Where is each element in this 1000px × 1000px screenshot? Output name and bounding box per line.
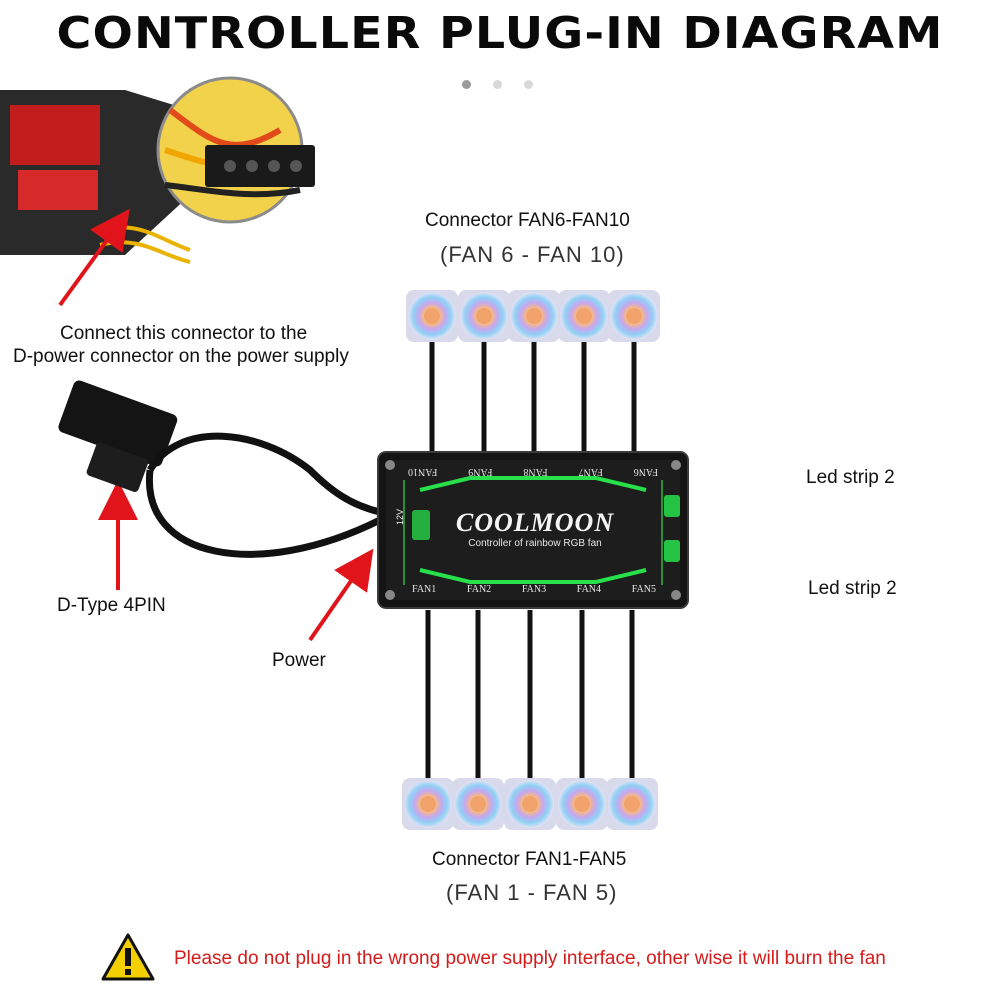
bottom-connector-sublabel: (FAN 1 - FAN 5) xyxy=(446,880,618,905)
carousel-dot-2[interactable] xyxy=(493,80,502,89)
port-label-fan4: FAN4 xyxy=(576,584,602,595)
carousel-indicator[interactable] xyxy=(462,80,533,89)
fan-icon xyxy=(504,778,556,830)
top-connector-label: Connector FAN6-FAN10 xyxy=(425,210,630,231)
led-strip-bottom-label: Led strip 2 xyxy=(808,578,897,599)
led-strip-top-label: Led strip 2 xyxy=(806,467,895,488)
fan-icon xyxy=(606,778,658,830)
port-label-fan6: FAN6 xyxy=(633,466,658,477)
bottom-port-labels: FAN1 FAN2 FAN3 FAN4 FAN5 xyxy=(412,584,656,595)
carousel-dot-1[interactable] xyxy=(462,80,471,89)
fan-icon xyxy=(556,778,608,830)
fan-icon xyxy=(452,778,504,830)
fan-icon xyxy=(508,290,560,342)
carousel-dot-3[interactable] xyxy=(524,80,533,89)
controller-subtitle: Controller of rainbow RGB fan xyxy=(468,538,602,549)
port-label-fan2: FAN2 xyxy=(466,584,492,595)
port-label-fan10: FAN10 xyxy=(408,466,438,477)
top-connector-sublabel: (FAN 6 - FAN 10) xyxy=(440,242,625,267)
top-fans xyxy=(406,290,660,342)
fan-icon xyxy=(402,778,454,830)
psu-instruction-line2: D-power connector on the power supply xyxy=(13,346,349,367)
port-label-fan9: FAN9 xyxy=(468,466,493,477)
bottom-fans xyxy=(402,778,658,830)
port-label-fan5: FAN5 xyxy=(631,584,656,595)
dtype-connector xyxy=(58,380,382,558)
controller-box xyxy=(377,451,689,609)
port-label-fan7: FAN7 xyxy=(578,466,603,477)
top-fan-cables xyxy=(429,340,637,452)
psu-arrow xyxy=(58,208,130,307)
power-arrow xyxy=(308,548,374,642)
top-port-labels: FAN6 FAN7 FAN8 FAN9 FAN10 xyxy=(408,466,658,477)
fan-icon xyxy=(608,290,660,342)
bottom-connector-label: Connector FAN1-FAN5 xyxy=(432,849,627,870)
controller-brand: COOLMOON xyxy=(455,508,615,537)
port-label-fan8: FAN8 xyxy=(523,466,548,477)
port-label-fan1: FAN1 xyxy=(412,584,437,595)
fan-icon xyxy=(458,290,510,342)
warning-triangle-icon xyxy=(101,933,155,981)
psu-instruction-line1: Connect this connector to the xyxy=(60,323,308,344)
port-label-fan3: FAN3 xyxy=(521,584,547,595)
power-label: Power xyxy=(272,650,326,671)
bottom-fan-cables xyxy=(425,610,635,785)
fan-icon xyxy=(558,290,610,342)
fan-icon xyxy=(406,290,458,342)
controller-12v-label: 12V xyxy=(395,508,406,526)
dtype-label: D-Type 4PIN xyxy=(57,595,166,616)
warning-text: Please do not plug in the wrong power su… xyxy=(174,948,886,969)
power-supply-image xyxy=(0,76,315,264)
page-title: CONTROLLER PLUG-IN DIAGRAM xyxy=(56,8,944,59)
